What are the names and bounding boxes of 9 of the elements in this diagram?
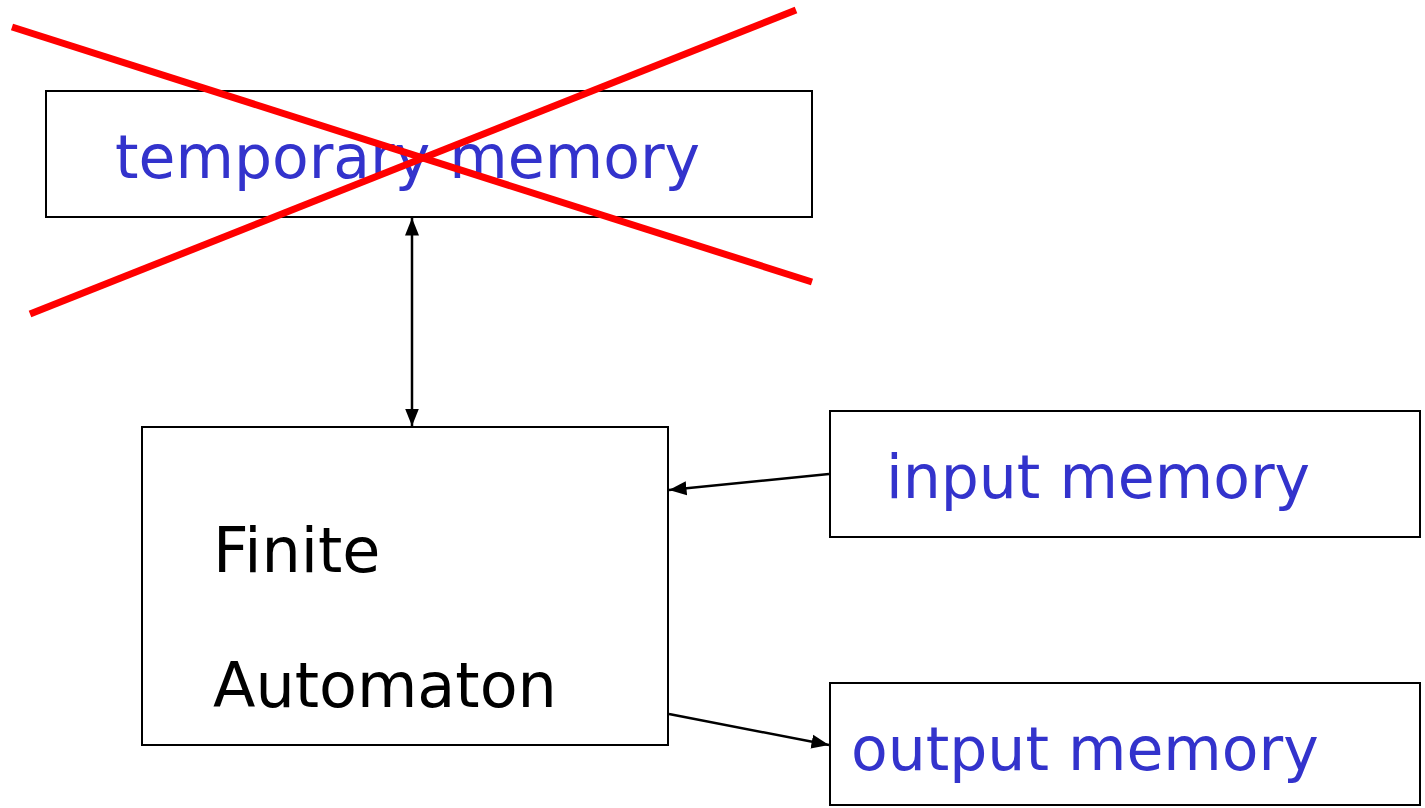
arrow [668, 712, 830, 749]
memory-box [829, 682, 1421, 806]
memory-box [829, 410, 1421, 538]
arrow [668, 472, 830, 496]
box-label: input memory [886, 442, 1312, 512]
automaton-box [141, 426, 669, 746]
arrow [405, 218, 419, 426]
box-label: Finite Automaton [213, 513, 558, 724]
box-label: output memory [851, 714, 1320, 784]
